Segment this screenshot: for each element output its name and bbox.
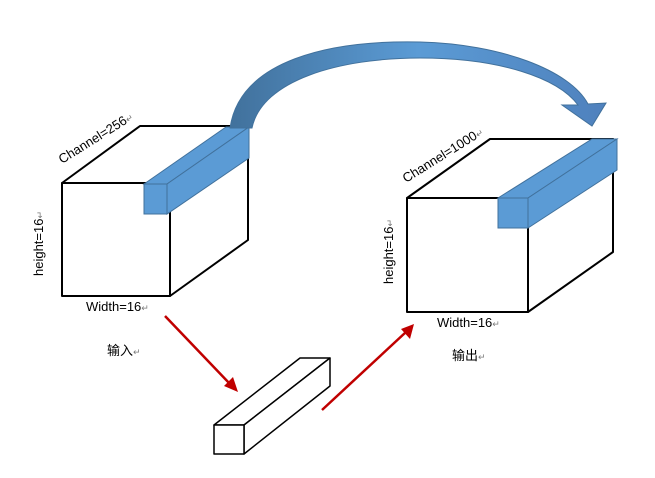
output-caption: 输出↵: [452, 348, 486, 364]
output-channel-slice: [496, 138, 619, 229]
curved-transfer-arrow: [229, 41, 607, 129]
red-arrow-up: [321, 324, 414, 411]
input-height-label: height=16↵: [31, 211, 46, 276]
prism-front-face: [213, 424, 245, 455]
output-slice-front: [497, 197, 529, 229]
input-caption: 输入↵: [107, 343, 141, 359]
input-slice-front: [143, 183, 168, 215]
input-cube-front-face: [61, 182, 171, 297]
pooled-vector-prism: [213, 357, 331, 455]
input-channel-slice: [142, 126, 251, 215]
input-width-label: Width=16↵: [86, 299, 149, 314]
output-height-label: height=16↵: [381, 219, 396, 284]
red-arrow-down: [164, 315, 238, 392]
output-width-label: Width=16↵: [437, 315, 500, 330]
